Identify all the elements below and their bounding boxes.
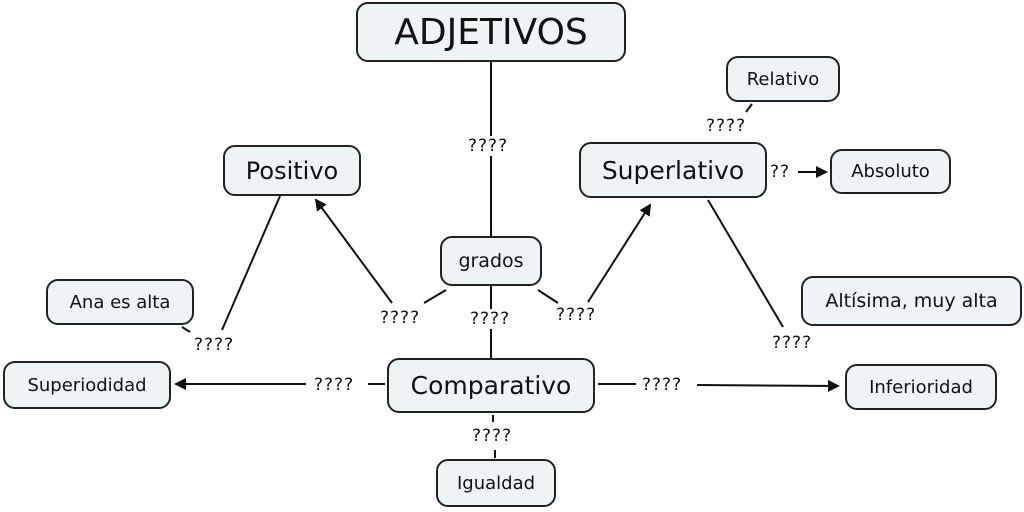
link-label-superlativo-relativo: ????	[704, 116, 749, 136]
node-absoluto-label: Absoluto	[851, 161, 930, 182]
link-label-superlativo-absoluto: ??	[768, 162, 793, 182]
node-ana-es-alta[interactable]: Ana es alta	[46, 279, 194, 325]
node-igualdad-label: Igualdad	[456, 472, 536, 494]
node-absoluto[interactable]: Absoluto	[830, 149, 951, 194]
node-superlativo[interactable]: Superlativo	[579, 142, 767, 198]
node-relativo-label: Relativo	[746, 68, 820, 90]
link-label-positivo-ana: ????	[192, 335, 237, 355]
node-grados-label: grados	[458, 250, 524, 272]
node-comparativo-label: Comparativo	[410, 371, 572, 400]
node-inferioridad[interactable]: Inferioridad	[845, 364, 997, 410]
link-label-comparativo-igualdad: ????	[470, 426, 515, 446]
link-label-grados-positivo: ????	[378, 308, 423, 328]
node-relativo[interactable]: Relativo	[726, 56, 840, 102]
node-grados[interactable]: grados	[440, 236, 542, 286]
node-igualdad[interactable]: Igualdad	[436, 459, 556, 507]
link-label-comparativo-inferioridad: ????	[640, 375, 685, 395]
node-adjetivos-label: ADJETIVOS	[394, 11, 588, 53]
node-comparativo[interactable]: Comparativo	[387, 358, 595, 413]
node-superlativo-label: Superlativo	[601, 155, 745, 185]
node-altisima[interactable]: Altísima, muy alta	[801, 276, 1022, 326]
link-label-grados-superlativo: ????	[554, 305, 599, 325]
node-ana-es-alta-label: Ana es alta	[69, 291, 171, 313]
node-superiodidad-label: Superiodidad	[27, 374, 147, 396]
link-label-adjetivos-grados: ????	[466, 136, 511, 156]
node-positivo-label: Positivo	[245, 156, 339, 185]
link-label-comparativo-superiodidad: ????	[312, 375, 357, 395]
node-positivo[interactable]: Positivo	[223, 145, 361, 196]
link-label-superlativo-altisima: ????	[770, 333, 815, 353]
node-superiodidad[interactable]: Superiodidad	[3, 361, 171, 409]
node-adjetivos[interactable]: ADJETIVOS	[356, 2, 626, 62]
node-inferioridad-label: Inferioridad	[869, 376, 973, 398]
link-label-grados-comparativo: ????	[468, 309, 513, 329]
node-altisima-label: Altísima, muy alta	[825, 290, 998, 312]
